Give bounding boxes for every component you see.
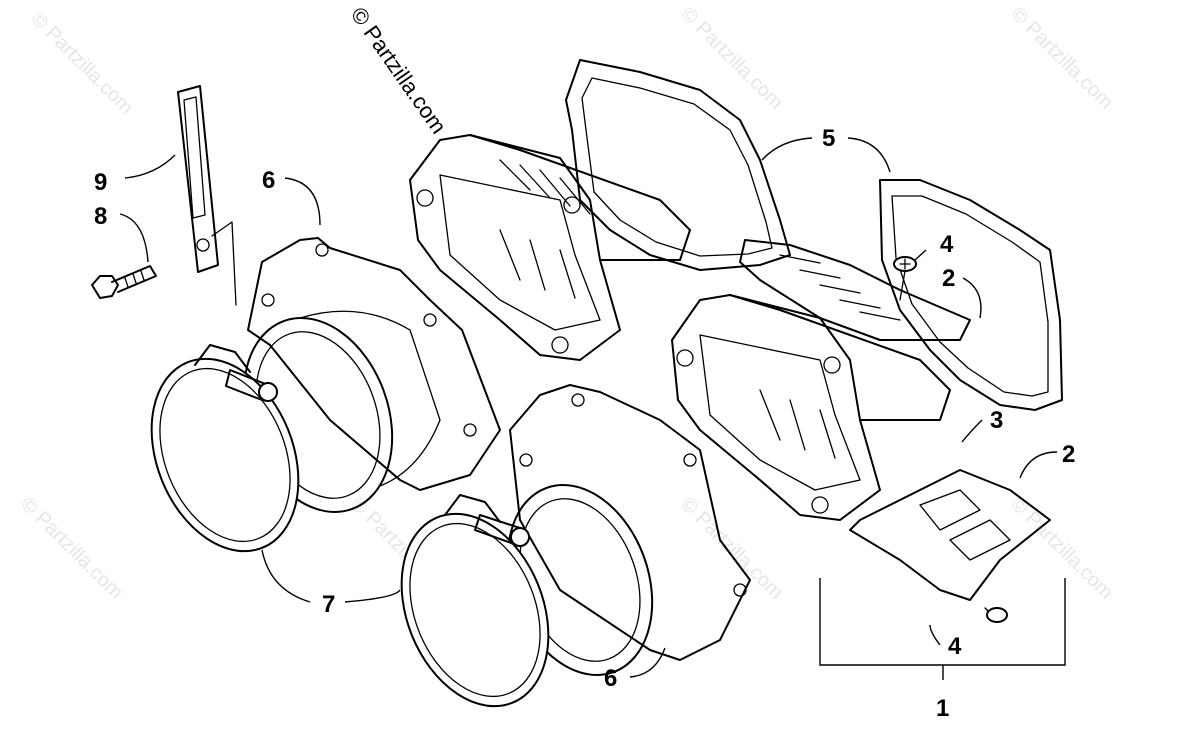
clamp-lower-part: [400, 494, 550, 708]
callout-7: 7: [322, 591, 335, 618]
reed-petal-upper-part: [739, 239, 971, 341]
watermark-main: © Partzilla.com: [346, 3, 452, 139]
watermark-faint: © Partzilla.com: [1006, 493, 1117, 604]
gasket-part: [565, 59, 1063, 411]
reed-petal-lower-part: [849, 469, 1051, 601]
watermark-faint: © Partzilla.com: [16, 493, 127, 604]
watermark-faint: © Partzilla.com: [26, 8, 137, 119]
bolt-part: [91, 265, 157, 299]
callout-2-upper: 2: [942, 265, 955, 292]
reed-valve-upper-part: [409, 134, 691, 361]
watermark-faint: © Partzilla.com: [1006, 3, 1117, 114]
callout-5: 5: [822, 125, 835, 152]
callout-6-upper: 6: [262, 167, 275, 194]
callout-6-lower: 6: [604, 665, 617, 692]
screw-upper-part: [893, 256, 917, 301]
break-line: [211, 221, 237, 306]
callout-8: 8: [94, 203, 107, 230]
callout-labels: 9 8 6 5 4 2 3 2 7 4 6 1: [94, 125, 1075, 722]
callout-3: 3: [990, 407, 1003, 434]
screw-lower-part: [984, 607, 1008, 623]
callout-4-lower: 4: [948, 633, 962, 660]
clamp-upper-part: [150, 344, 300, 553]
callout-2-lower: 2: [1062, 441, 1075, 468]
reed-valve-lower-part: [671, 294, 951, 521]
watermark-faint: © Partzilla.com: [676, 493, 787, 604]
callout-9: 9: [94, 169, 107, 196]
callout-4-upper: 4: [940, 231, 954, 258]
leader-lines: [119, 137, 1066, 680]
watermark-faint: © Partzilla.com: [676, 3, 787, 114]
callout-1: 1: [936, 695, 949, 722]
bracket-plate-part: [177, 85, 219, 273]
